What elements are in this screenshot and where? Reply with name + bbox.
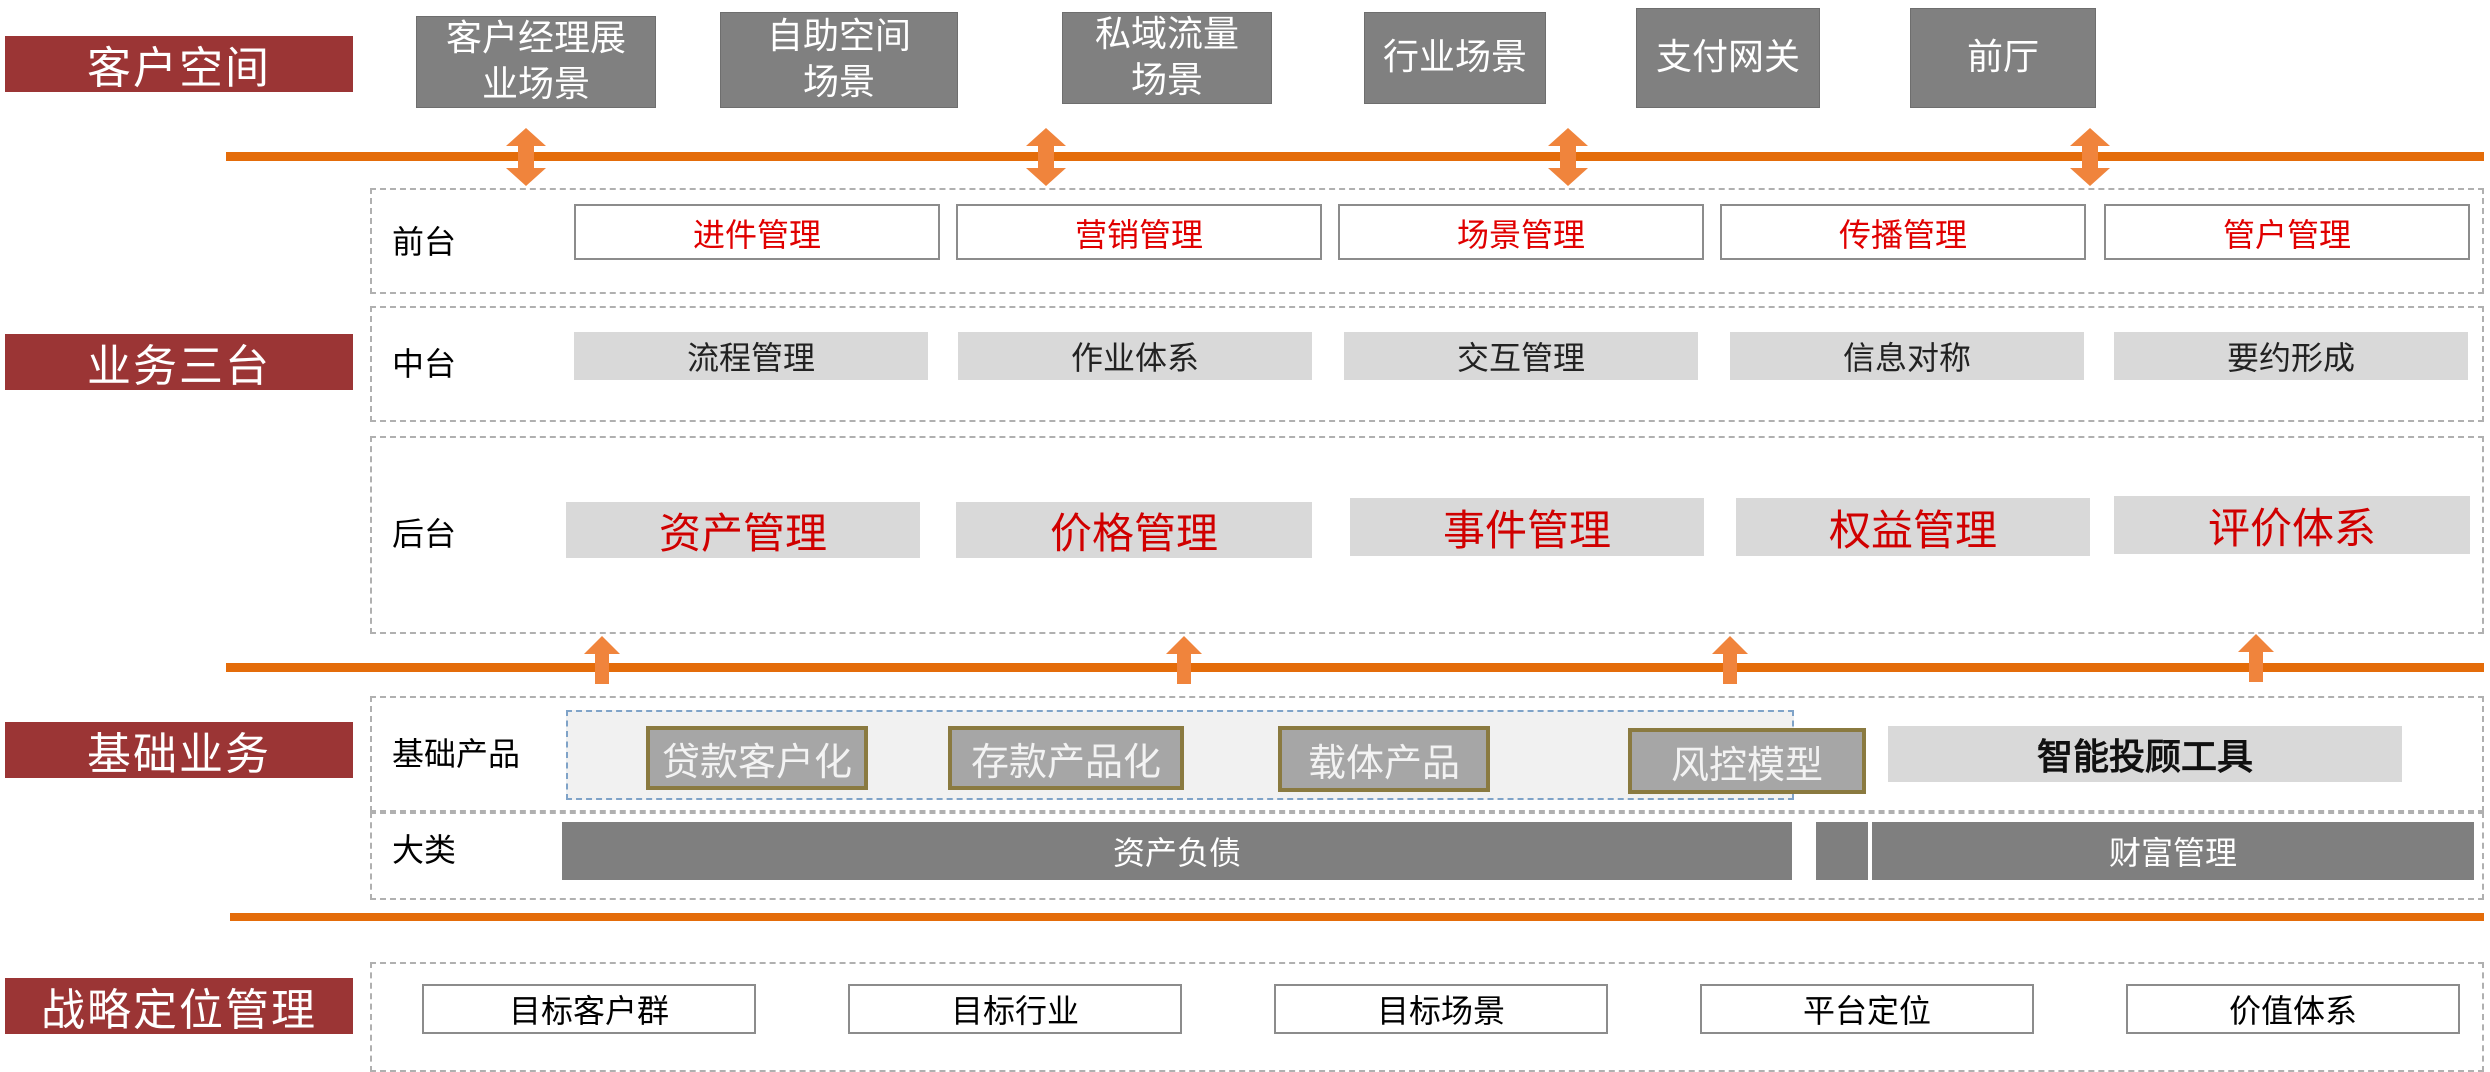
categories-panel bbox=[370, 812, 2484, 900]
smart-advisor-tool: 智能投顾工具 bbox=[1888, 726, 2402, 782]
front-platform-panel bbox=[370, 188, 2484, 294]
category-wealth-management: 财富管理 bbox=[1872, 822, 2474, 880]
up-arrow-icon bbox=[1166, 636, 1202, 684]
scene-box-payment-gateway: 支付网关 bbox=[1636, 8, 1820, 108]
front-platform-label: 前台 bbox=[392, 223, 457, 261]
middle-platform-panel bbox=[370, 306, 2484, 422]
strategy-target-customers: 目标客户群 bbox=[422, 984, 756, 1034]
back-item-events: 事件管理 bbox=[1350, 498, 1704, 556]
category-assets-liabilities: 资产负债 bbox=[562, 822, 1792, 880]
scene-box-self-service: 自助空间 场景 bbox=[720, 12, 958, 108]
back-platform-label: 后台 bbox=[392, 515, 457, 553]
section-label-business-platforms: 业务三台 bbox=[5, 334, 353, 392]
up-arrow-icon bbox=[584, 636, 620, 684]
up-arrow-icon bbox=[2238, 634, 2274, 682]
double-arrow-icon bbox=[506, 128, 546, 186]
double-arrow-icon bbox=[1548, 128, 1588, 186]
double-arrow-icon bbox=[1026, 128, 1066, 186]
front-item-intake: 进件管理 bbox=[574, 204, 940, 260]
category-separator-block bbox=[1816, 822, 1868, 880]
scene-box-industry: 行业场景 bbox=[1364, 12, 1546, 104]
back-item-assets: 资产管理 bbox=[566, 502, 920, 558]
product-deposit-productization: 存款产品化 bbox=[948, 726, 1184, 790]
basic-products-panel bbox=[370, 696, 2484, 812]
middle-item-process: 流程管理 bbox=[574, 332, 928, 380]
scene-box-private-traffic: 私域流量 场景 bbox=[1062, 12, 1272, 104]
strategy-value-system: 价值体系 bbox=[2126, 984, 2460, 1034]
front-item-scene: 场景管理 bbox=[1338, 204, 1704, 260]
product-loan-customization: 贷款客户化 bbox=[646, 726, 868, 790]
up-arrow-icon bbox=[1712, 636, 1748, 684]
product-carrier: 载体产品 bbox=[1278, 726, 1490, 792]
back-item-pricing: 价格管理 bbox=[956, 502, 1312, 558]
divider-line-top bbox=[226, 152, 2484, 161]
back-item-evaluation: 评价体系 bbox=[2114, 496, 2470, 554]
categories-label: 大类 bbox=[392, 831, 457, 869]
section-label-basic-business: 基础业务 bbox=[5, 722, 353, 780]
middle-item-offer: 要约形成 bbox=[2114, 332, 2468, 380]
divider-line-bottom bbox=[230, 913, 2484, 921]
double-arrow-icon bbox=[2070, 128, 2110, 186]
back-platform-panel bbox=[370, 436, 2484, 634]
basic-products-label: 基础产品 bbox=[392, 735, 521, 773]
product-risk-model: 风控模型 bbox=[1628, 728, 1866, 794]
front-item-marketing: 营销管理 bbox=[956, 204, 1322, 260]
front-item-account: 管户管理 bbox=[2104, 204, 2470, 260]
back-item-rights: 权益管理 bbox=[1736, 498, 2090, 556]
middle-item-information: 信息对称 bbox=[1730, 332, 2084, 380]
middle-item-interaction: 交互管理 bbox=[1344, 332, 1698, 380]
front-item-communication: 传播管理 bbox=[1720, 204, 2086, 260]
strategy-target-industry: 目标行业 bbox=[848, 984, 1182, 1034]
middle-item-operation: 作业体系 bbox=[958, 332, 1312, 380]
middle-platform-label: 中台 bbox=[392, 345, 457, 383]
strategy-target-scene: 目标场景 bbox=[1274, 984, 1608, 1034]
section-label-customer-space: 客户空间 bbox=[5, 36, 353, 94]
section-label-strategy: 战略定位管理 bbox=[5, 978, 353, 1036]
scene-box-account-manager: 客户经理展 业场景 bbox=[416, 16, 656, 108]
scene-box-lobby: 前厅 bbox=[1910, 8, 2096, 108]
strategy-platform-positioning: 平台定位 bbox=[1700, 984, 2034, 1034]
divider-line-middle bbox=[226, 663, 2484, 672]
